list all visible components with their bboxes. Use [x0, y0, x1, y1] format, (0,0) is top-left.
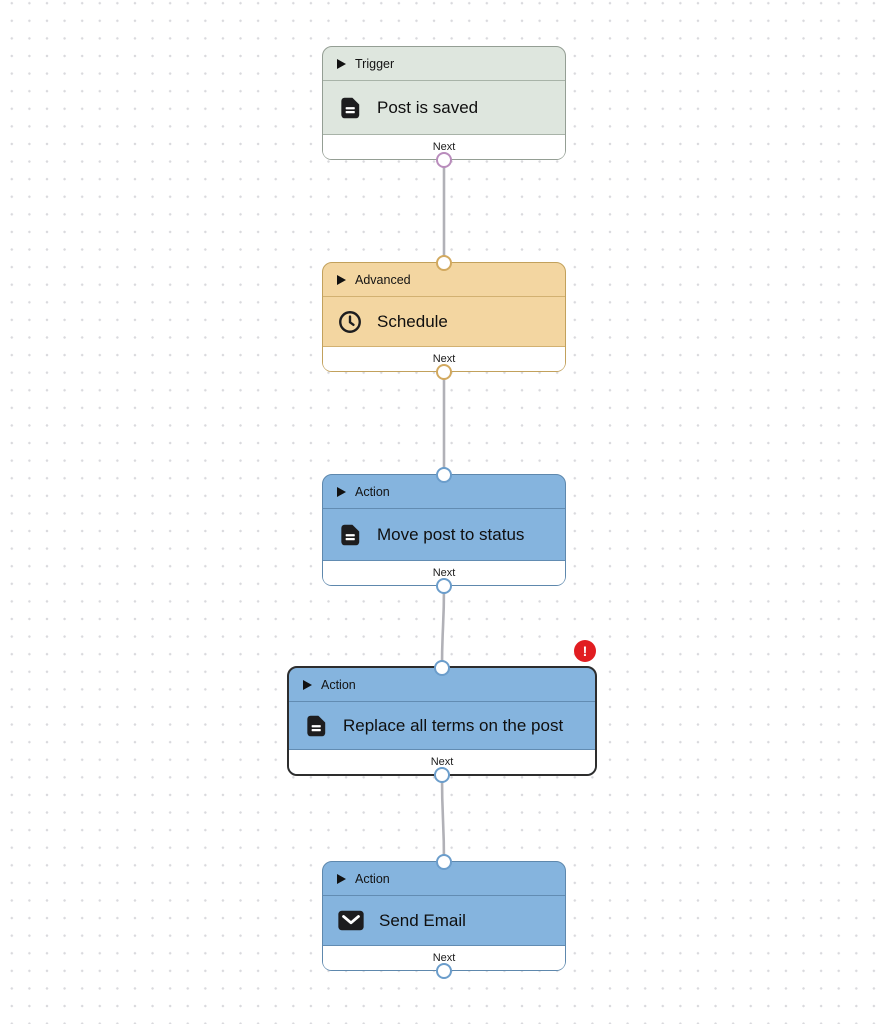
node-footer: Next: [323, 346, 565, 371]
document-icon: [337, 522, 363, 548]
node-body: Send Email: [323, 896, 565, 945]
node-header[interactable]: Trigger: [323, 47, 565, 81]
node-category-label: Action: [355, 871, 390, 886]
source-handle[interactable]: [436, 151, 452, 168]
node-trigger-post-is-saved[interactable]: Trigger Post is saved Next: [322, 46, 566, 168]
source-handle[interactable]: [436, 363, 452, 380]
next-label: Next: [430, 756, 454, 768]
target-handle[interactable]: [436, 466, 452, 483]
mail-icon: [337, 909, 365, 932]
node-action-replace-all-terms[interactable]: ! Action Replace all terms on the post N…: [287, 640, 597, 783]
collapse-triangle-icon[interactable]: [337, 274, 346, 285]
node-title: Send Email: [379, 910, 466, 930]
collapse-triangle-icon[interactable]: [337, 58, 346, 69]
node-category-label: Trigger: [355, 56, 395, 71]
target-handle[interactable]: [436, 254, 452, 271]
node-advanced-schedule[interactable]: Advanced Schedule Next: [322, 254, 566, 380]
collapse-triangle-icon[interactable]: [337, 873, 346, 884]
node-body: Move post to status: [323, 509, 565, 560]
source-handle[interactable]: [436, 577, 452, 594]
error-badge-icon[interactable]: !: [574, 640, 596, 662]
node-title: Replace all terms on the post: [343, 715, 564, 735]
node-body: Post is saved: [323, 81, 565, 134]
node-category-label: Action: [321, 677, 356, 692]
node-header[interactable]: Advanced: [323, 263, 565, 297]
source-handle[interactable]: [436, 962, 452, 979]
next-label: Next: [432, 141, 456, 153]
edge-action1-to-action2[interactable]: [440, 584, 446, 669]
node-header[interactable]: Action: [323, 862, 565, 896]
node-body: Replace all terms on the post: [289, 702, 595, 749]
target-handle[interactable]: [436, 853, 452, 870]
node-header[interactable]: Action: [289, 668, 595, 702]
collapse-triangle-icon[interactable]: [337, 486, 346, 497]
node-body: Schedule: [323, 297, 565, 346]
document-icon: [303, 713, 329, 739]
source-handle[interactable]: [434, 766, 450, 783]
node-action-move-post-to-status[interactable]: Action Move post to status Next: [322, 466, 566, 594]
next-label: Next: [432, 567, 456, 579]
node-category-label: Advanced: [355, 272, 411, 287]
node-title: Post is saved: [377, 97, 479, 117]
node-category-label: Action: [355, 484, 390, 499]
node-title: Schedule: [377, 311, 448, 331]
edge-action2-to-action3[interactable]: [440, 774, 446, 864]
node-header[interactable]: Action: [323, 475, 565, 509]
node-action-send-email[interactable]: Action Send Email Next: [322, 853, 566, 979]
next-label: Next: [432, 952, 456, 964]
next-label: Next: [432, 353, 456, 365]
node-title: Move post to status: [377, 524, 525, 544]
collapse-triangle-icon[interactable]: [303, 679, 312, 690]
document-icon: [337, 95, 363, 121]
target-handle[interactable]: [434, 659, 450, 676]
error-glyph: !: [582, 643, 588, 659]
clock-icon: [337, 309, 363, 335]
